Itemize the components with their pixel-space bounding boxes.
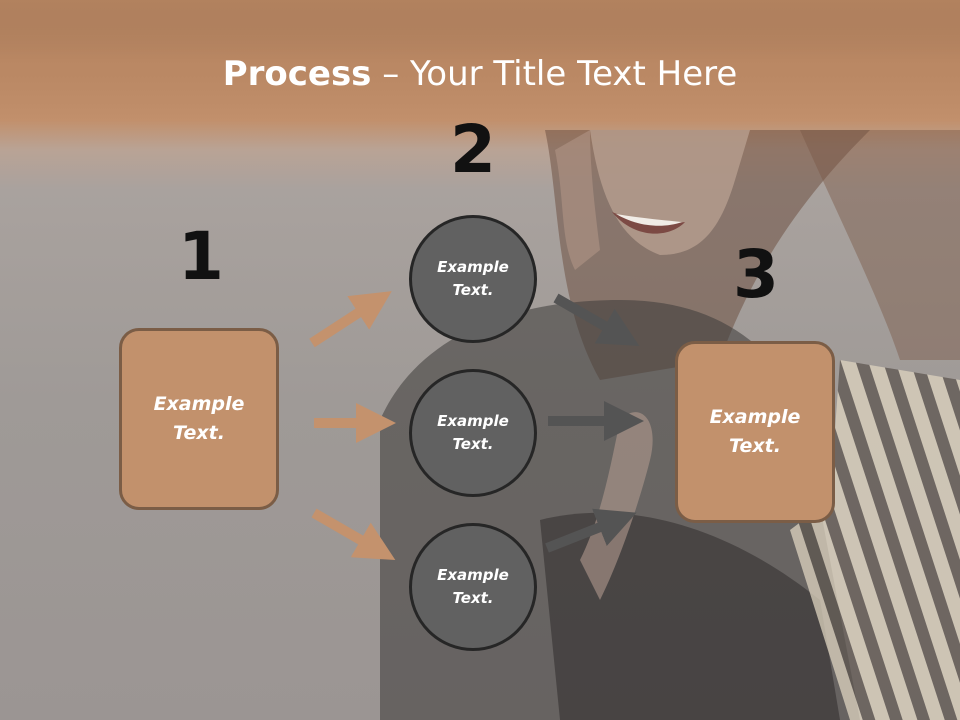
right-box: Example Text. [675,341,835,523]
arrow-circle-3-to-right [545,508,637,553]
circle-2: Example Text. [409,369,537,497]
circle-1-text: Example Text. [437,258,509,299]
step-number-2: 2 [450,111,496,188]
circle-1: Example Text. [409,215,537,343]
right-box-text: Example Text. [709,406,801,457]
circle-2-text: Example Text. [437,412,509,453]
title-rest: – Your Title Text Here [371,54,738,94]
arrow-circle-1-to-right [553,293,640,346]
left-box-text: Example Text. [153,393,245,444]
step-number-3: 3 [733,236,779,313]
circle-3: Example Text. [409,523,537,651]
slide-title: Process – Your Title Text Here [0,52,960,96]
step-number-1: 1 [178,218,224,295]
arrow-left-to-circle-1 [309,291,392,348]
circle-3-text: Example Text. [437,566,509,607]
arrow-left-to-circle-3 [311,508,396,561]
title-bold: Process [222,54,372,94]
left-box: Example Text. [119,328,279,510]
